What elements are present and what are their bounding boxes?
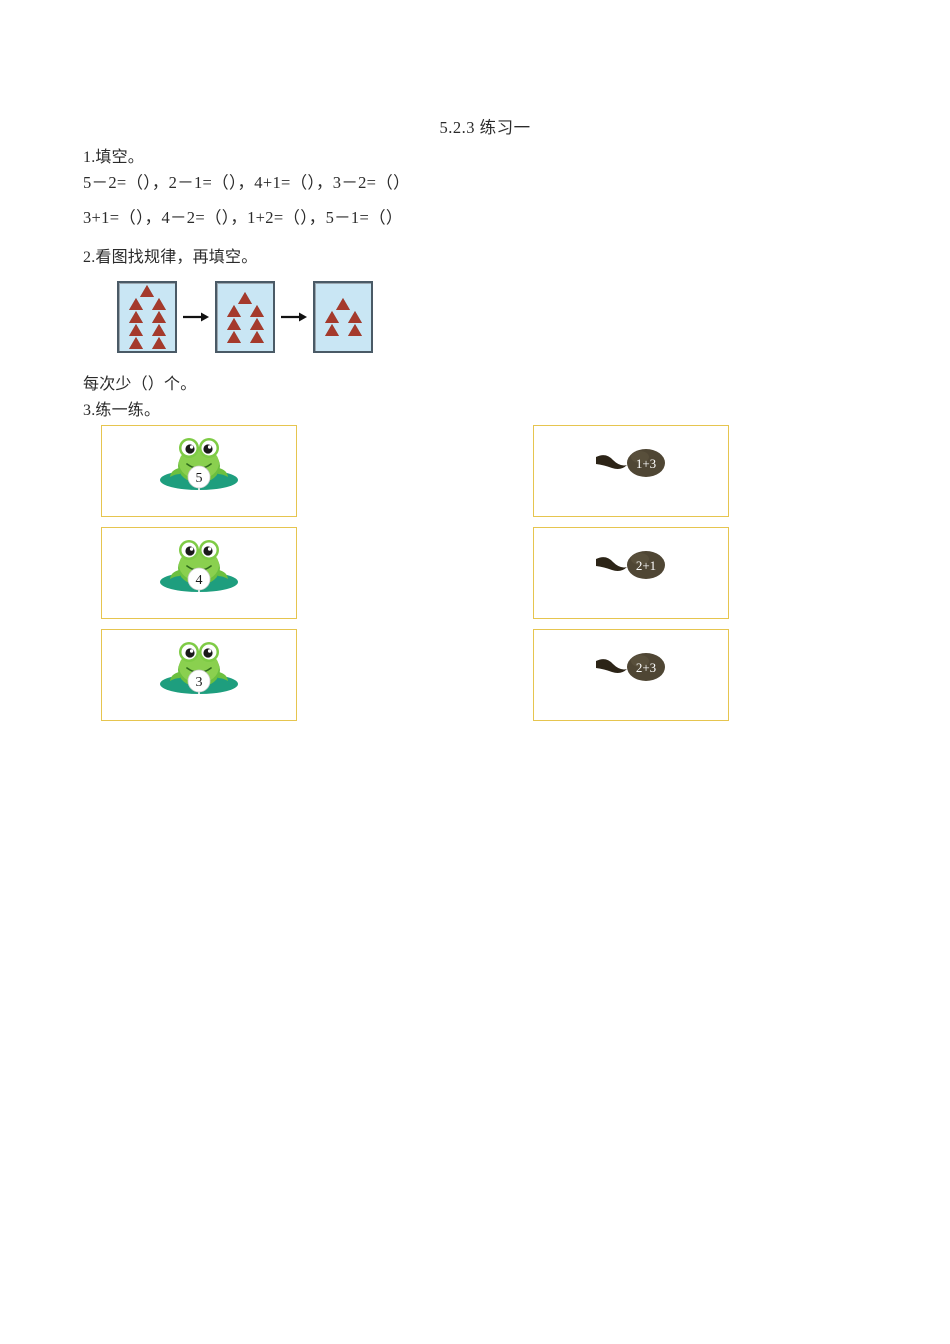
triangle-row	[324, 324, 362, 336]
triangle-row	[128, 337, 166, 349]
frog-card-2[interactable]: 4	[101, 527, 297, 619]
triangle-icon	[226, 304, 241, 317]
triangle-icon	[336, 298, 350, 310]
tadpole-card-1[interactable]: 1+3	[533, 425, 729, 517]
tadpole-expression-label: 2+1	[636, 558, 656, 573]
tadpole-illustration-3: 2+3	[534, 636, 728, 698]
tadpole-expression-label: 2+3	[636, 660, 656, 675]
tadpole-illustration-2: 2+1	[534, 534, 728, 596]
triangle-grid	[217, 283, 273, 351]
triangle-row	[238, 291, 252, 304]
question-3-heading: 3.练一练。	[83, 402, 161, 419]
tadpole-icon: 1+3	[596, 449, 665, 477]
frog-illustration-2: 4	[102, 534, 296, 596]
question-2-answer-line: 每次少（）个。	[83, 376, 197, 393]
triangle-row	[226, 304, 264, 317]
triangle-icon	[128, 324, 143, 336]
tadpole-card-3[interactable]: 2+3	[533, 629, 729, 721]
frog-card-1[interactable]: 5	[101, 425, 297, 517]
triangle-icon	[128, 337, 143, 349]
page-title: 5.2.3 练习一	[439, 118, 531, 137]
triangle-icon	[151, 337, 166, 349]
triangle-icon	[151, 324, 166, 336]
triangle-row	[128, 324, 166, 336]
question-1-heading: 1.填空。	[83, 149, 145, 166]
triangle-icon	[151, 298, 166, 310]
tadpole-illustration-1: 1+3	[534, 432, 728, 494]
tadpole-card-2[interactable]: 2+1	[533, 527, 729, 619]
triangle-row	[140, 285, 154, 297]
triangle-icon	[226, 317, 241, 330]
triangle-row	[324, 311, 362, 323]
frog-illustration-3: 3	[102, 636, 296, 698]
frog-illustration-1: 5	[102, 432, 296, 494]
triangle-row	[128, 298, 166, 310]
triangle-icon	[249, 317, 264, 330]
pattern-card-3	[313, 281, 373, 353]
triangle-icon	[324, 324, 339, 336]
frog-number-label: 5	[196, 471, 203, 486]
arrow-1-container	[177, 311, 215, 323]
arrow-2-container	[275, 311, 313, 323]
triangle-icon	[347, 311, 362, 323]
triangle-row	[336, 298, 350, 310]
triangle-icon	[347, 324, 362, 336]
pattern-sequence	[117, 281, 373, 353]
right-arrow-icon	[183, 312, 209, 322]
right-arrow-icon	[281, 312, 307, 322]
frog-on-lilypad-icon: 5	[160, 438, 238, 490]
triangle-icon	[324, 311, 339, 323]
pattern-card-2	[215, 281, 275, 353]
triangle-row	[226, 317, 264, 330]
triangle-grid	[315, 283, 371, 351]
triangle-row	[128, 311, 166, 323]
triangle-icon	[238, 291, 252, 304]
tadpole-icon: 2+3	[596, 653, 665, 681]
triangle-icon	[249, 330, 264, 343]
frog-card-3[interactable]: 3	[101, 629, 297, 721]
frog-on-lilypad-icon: 3	[160, 642, 238, 694]
tadpole-icon: 2+1	[596, 551, 665, 579]
question-1-row-2: 3+1=（），4－2=（），1+2=（），5－1=（）	[83, 208, 403, 227]
triangle-grid	[119, 283, 175, 351]
triangle-icon	[226, 330, 241, 343]
triangle-row	[226, 330, 264, 343]
triangle-icon	[128, 298, 143, 310]
pattern-card-1	[117, 281, 177, 353]
triangle-icon	[151, 311, 166, 323]
triangle-icon	[249, 304, 264, 317]
tadpole-expression-label: 1+3	[636, 456, 656, 471]
question-1-row-1: 5－2=（），2－1=（），4+1=（），3－2=（）	[83, 173, 410, 192]
frog-on-lilypad-icon: 4	[160, 540, 238, 592]
frog-number-label: 4	[196, 573, 203, 588]
triangle-icon	[140, 285, 154, 297]
triangle-icon	[128, 311, 143, 323]
frog-number-label: 3	[196, 675, 203, 690]
question-2-heading: 2.看图找规律，再填空。	[83, 249, 258, 266]
